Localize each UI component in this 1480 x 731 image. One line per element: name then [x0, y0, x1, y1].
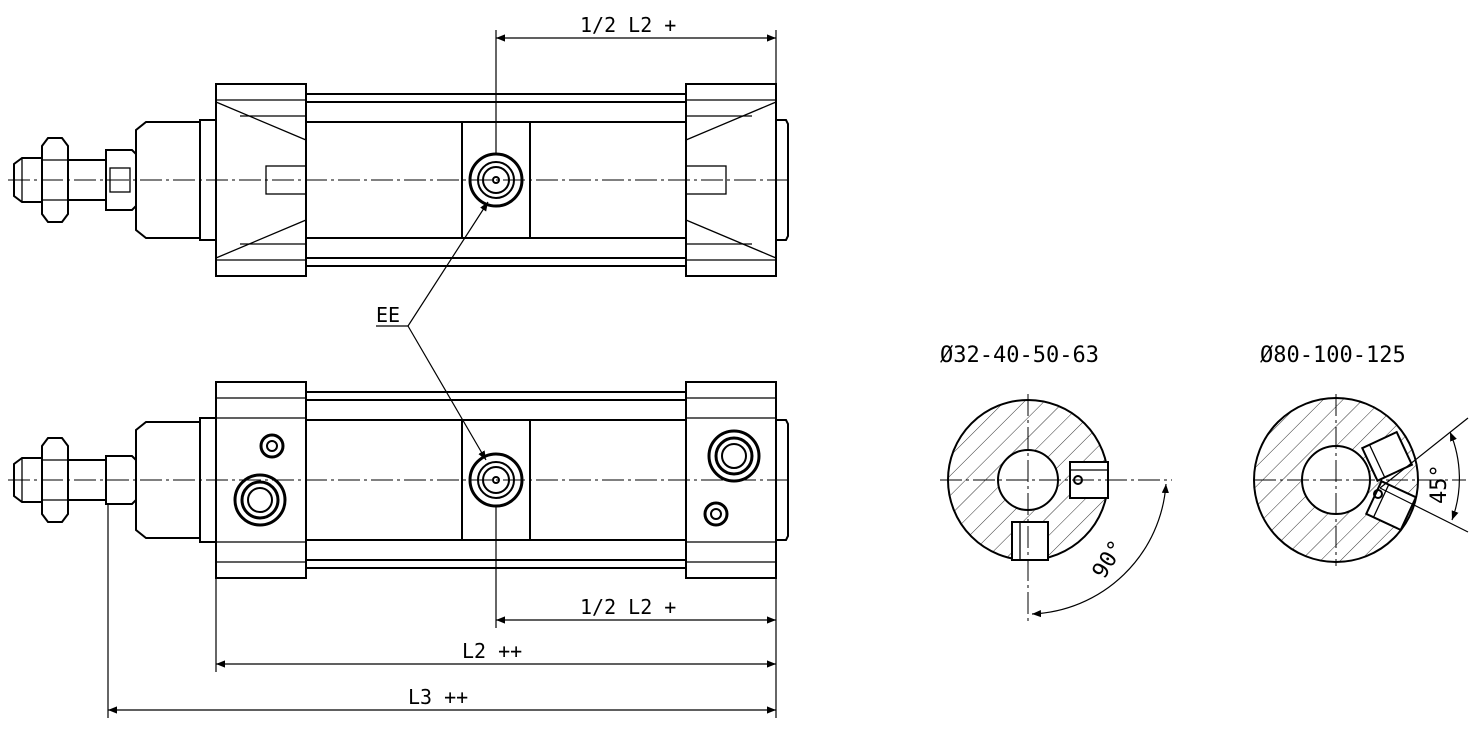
- section-large: Ø80-100-125 45°: [1253, 343, 1469, 566]
- top-rod-end: [13, 119, 217, 241]
- bottom-rod-end: [13, 417, 217, 543]
- dim-half-l2-top-label: 1/2 L2 +: [580, 13, 676, 37]
- section-large-angle: 45°: [1427, 464, 1452, 504]
- bottom-view: [8, 381, 790, 579]
- ee-port-label: EE: [376, 303, 400, 327]
- dim-l2-label: L2 ++: [462, 639, 522, 663]
- bottom-rear-large-port: [707, 429, 761, 483]
- top-view: [8, 83, 790, 277]
- bottom-front-cap: [215, 381, 307, 579]
- section-small-title: Ø32-40-50-63: [940, 343, 1099, 368]
- dimensions: 1/2 L2 + 1/2 L2 + L2 ++ L3 ++ EE: [107, 13, 777, 718]
- dim-l3-label: L3 ++: [408, 685, 468, 709]
- top-rear-cap: [685, 83, 789, 277]
- bottom-front-large-port: [233, 473, 287, 527]
- section-small-angle: 90°: [1088, 536, 1130, 583]
- section-small-angle-arc: [1031, 483, 1169, 618]
- dim-half-l2-bottom-label: 1/2 L2 +: [580, 595, 676, 619]
- top-front-cap: [215, 83, 307, 277]
- bottom-rear-cap: [685, 381, 789, 579]
- section-small: Ø32-40-50-63 90°: [940, 343, 1172, 622]
- section-large-angle-arc: [1449, 431, 1460, 521]
- bottom-front-small-port: [259, 433, 285, 459]
- section-large-title: Ø80-100-125: [1260, 343, 1406, 368]
- bottom-rear-small-port: [703, 501, 729, 527]
